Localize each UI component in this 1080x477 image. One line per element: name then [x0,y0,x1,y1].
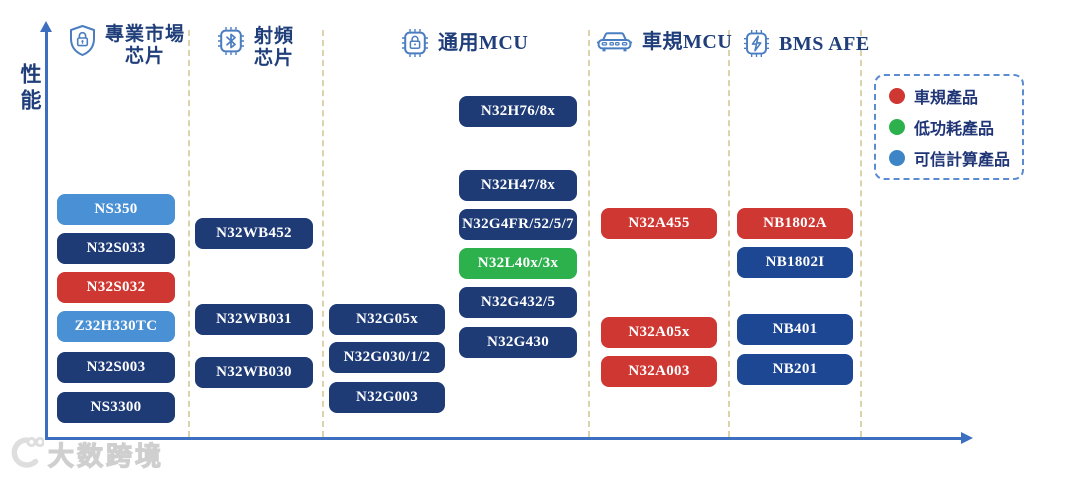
column-header-bms-afe: BMS AFE [743,29,870,58]
chip-N32S032: N32S032 [57,272,175,303]
chip-NS350: NS350 [57,194,175,225]
column-separator [728,30,730,437]
chip-N32A003: N32A003 [601,356,717,387]
legend-dot-icon [889,88,905,104]
column-separator [188,30,190,437]
column-header-general-mcu: 通用MCU [401,28,528,58]
chip-lock-icon [401,28,429,58]
chip-N32H47-8x: N32H47/8x [459,170,577,201]
chip-N32H76-8x: N32H76/8x [459,96,577,127]
chip-N32A05x: N32A05x [601,317,717,348]
chip-Z32H330TC: Z32H330TC [57,311,175,342]
chip-N32G430: N32G430 [459,327,577,358]
y-axis [45,30,48,438]
chip-N32G030-1-2: N32G030/1/2 [329,342,445,373]
chip-N32G05x: N32G05x [329,304,445,335]
chip-N32A455: N32A455 [601,208,717,239]
column-header-pro-market: 專業市場芯片 [69,24,185,68]
legend-item: 低功耗產品 [889,115,1022,139]
watermark-text: 大数跨境 [47,440,165,471]
chip-N32L40x-3x: N32L40x/3x [459,248,577,279]
column-title-line: BMS AFE [779,32,870,55]
chip-N32WB030: N32WB030 [195,357,313,388]
chip-NB401: NB401 [737,314,853,345]
column-title-line: 射頻 [254,26,295,47]
x-axis [45,437,963,440]
column-separator [588,30,590,437]
legend-item: 車規產品 [889,84,1022,108]
column-title-line: 芯片 [125,46,166,67]
chip-NS3300: NS3300 [57,392,175,423]
legend: 車規產品低功耗產品可信計算產品 [874,74,1024,180]
legend-item-label: 車規產品 [914,90,979,107]
column-title: BMS AFE [779,33,870,55]
column-separator [322,30,324,437]
y-axis-label: 性能 [18,63,42,115]
column-title-line: 通用MCU [438,32,529,54]
legend-item-label: 低功耗產品 [914,121,995,138]
column-title-line: 芯片 [254,48,295,69]
chip-N32WB031: N32WB031 [195,304,313,335]
column-title-line: 車規MCU [642,31,733,53]
x-axis-arrow-icon [961,432,973,444]
shield-lock-icon [69,24,96,68]
chip-NB1802A: NB1802A [737,208,853,239]
chip-NB1802I: NB1802I [737,247,853,278]
chip-N32WB452: N32WB452 [195,218,313,249]
legend-dot-icon [889,150,905,166]
column-header-rf: 射頻芯片 [217,26,294,70]
chip-N32G432-5: N32G432/5 [459,287,577,318]
column-title-line: 專業市場 [105,24,186,45]
chip-N32G003: N32G003 [329,382,445,413]
chip-NB201: NB201 [737,354,853,385]
chip-N32S003: N32S003 [57,352,175,383]
car-icon [596,29,633,55]
column-title: 通用MCU [438,32,528,54]
chip-N32S033: N32S033 [57,233,175,264]
chip-N32G4FR-52-5-7: N32G4FR/52/5/7 [459,209,577,240]
watermark-logo-icon [6,435,46,474]
legend-dot-icon [889,119,905,135]
column-separator [860,30,862,437]
chip-bolt-icon [743,29,770,58]
column-title: 射頻芯片 [254,26,294,70]
y-axis-arrow-icon [40,21,52,32]
column-title: 專業市場芯片 [105,24,185,68]
watermark: 大数跨境 [6,435,164,474]
column-title: 車規MCU [642,31,732,53]
legend-item: 可信計算產品 [889,146,1022,170]
column-header-auto-mcu: 車規MCU [596,29,732,55]
legend-item-label: 可信計算產品 [914,152,1011,169]
chip-bluetooth-icon [217,26,245,70]
